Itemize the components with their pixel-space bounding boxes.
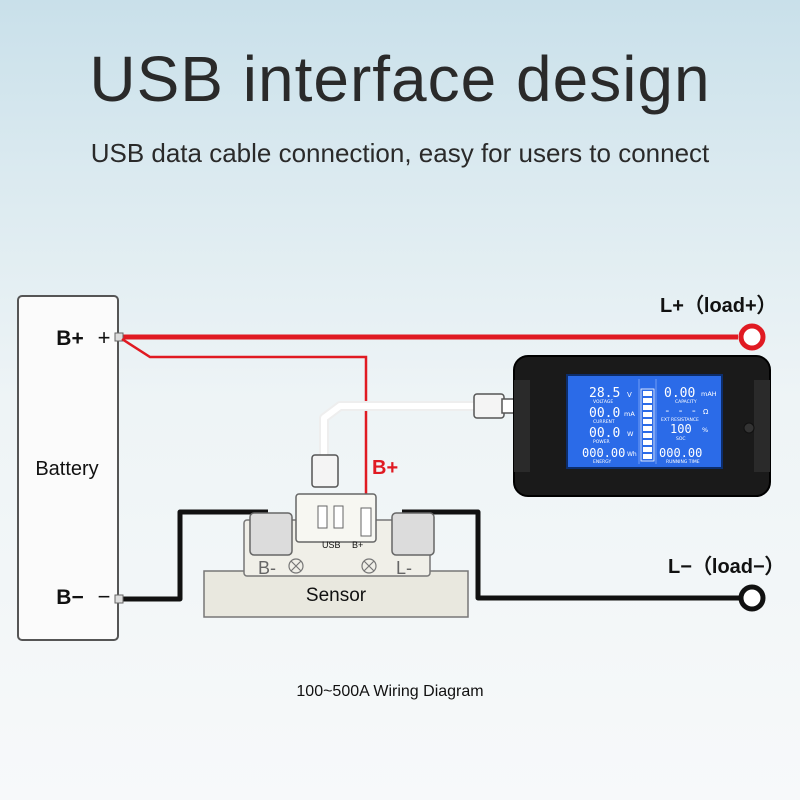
usb-pin-right — [333, 505, 344, 529]
plate-usb-label: USB — [322, 540, 341, 550]
screw-right-icon — [361, 558, 377, 574]
current-value: 00.0 — [589, 406, 620, 421]
soc-label: SOC — [676, 436, 686, 442]
sensor-bolt-left — [249, 512, 293, 556]
energy-value: 000.00 — [582, 446, 625, 460]
battery-gauge-segment — [643, 405, 652, 410]
capacity-label: CAPACITY — [675, 399, 697, 405]
resistance-unit: Ω — [703, 408, 709, 416]
battery-gauge-segment — [643, 398, 652, 403]
soc-value: 100 — [670, 422, 692, 436]
resistance-label: EXT RESISTANCE — [661, 417, 699, 423]
current-label: CURRENT — [593, 419, 615, 425]
meter-grip-right — [754, 380, 770, 472]
page-subtitle: USB data cable connection, easy for user… — [90, 138, 710, 168]
plate-bplus-label: B+ — [352, 540, 363, 550]
screw-right-cross — [363, 560, 375, 572]
usb-cable — [321, 403, 476, 462]
power-unit: W — [627, 430, 634, 438]
load-minus-ring-terminal — [738, 584, 766, 612]
battery-gauge-segment — [643, 412, 652, 417]
bplus-label: B+ — [56, 327, 83, 350]
voltage-value: 28.5 — [589, 386, 620, 401]
bplus-pin — [360, 507, 372, 537]
time-value: 000.00 — [659, 446, 702, 460]
usb-pin-left — [317, 505, 328, 529]
meter-button-icon[interactable] — [743, 422, 755, 434]
screw-left-cross — [290, 560, 302, 572]
battery-level-gauge — [640, 388, 655, 462]
battery-gauge-segment — [643, 433, 652, 438]
battery-gauge-segment — [643, 426, 652, 431]
negative-load-wire — [402, 509, 740, 601]
bminus-sign: − — [98, 584, 111, 609]
battery-gauge-segment — [643, 454, 652, 459]
plate-lminus-label: L- — [396, 558, 412, 578]
sensor-label: Sensor — [306, 585, 367, 606]
plate-bminus-label: B- — [258, 558, 276, 578]
battery-gauge-segment — [643, 447, 652, 452]
screw-left-icon — [288, 558, 304, 574]
sensor-bolt-right — [391, 512, 435, 556]
bplus-terminal — [114, 332, 124, 342]
bminus-label: B− — [56, 586, 83, 609]
load-minus-label: L−（load−） — [668, 555, 785, 578]
soc-unit: % — [702, 426, 708, 434]
negative-battery-wire — [121, 509, 268, 602]
voltage-label: VOLTAGE — [593, 399, 613, 405]
bminus-terminal — [114, 594, 124, 604]
battery-gauge-segment — [643, 391, 652, 396]
energy-unit: Wh — [627, 451, 637, 458]
current-unit: mA — [624, 410, 635, 418]
sense-wire — [121, 337, 368, 508]
usb-plug-meter — [473, 393, 505, 419]
battery-box — [17, 295, 119, 641]
capacity-unit: mAH — [701, 390, 717, 398]
diagram-caption: 100~500A Wiring Diagram — [296, 683, 483, 700]
bplus-sign: + — [98, 325, 111, 350]
capacity-value: 0.00 — [664, 386, 695, 401]
energy-label: ENERGY — [593, 459, 611, 465]
voltage-unit: V — [627, 391, 632, 399]
usb-plug-sensor — [311, 454, 339, 488]
time-label: RUNNING TIME — [666, 459, 700, 465]
load-plus-label: L+（load+） — [660, 294, 777, 317]
power-value: 00.0 — [589, 426, 620, 441]
battery-gauge-frame — [640, 388, 655, 462]
page-title: USB interface design — [89, 43, 711, 115]
battery-label: Battery — [35, 458, 98, 480]
sensor-bplus-label: B+ — [372, 457, 398, 479]
load-plus-ring-terminal — [738, 323, 766, 351]
meter-grip-left — [514, 380, 530, 472]
battery-gauge-segment — [643, 419, 652, 424]
usb-cable-outer — [319, 401, 476, 462]
power-label: POWER — [593, 439, 610, 445]
battery-gauge-segment — [643, 440, 652, 445]
resistance-value: - - - — [664, 404, 697, 417]
